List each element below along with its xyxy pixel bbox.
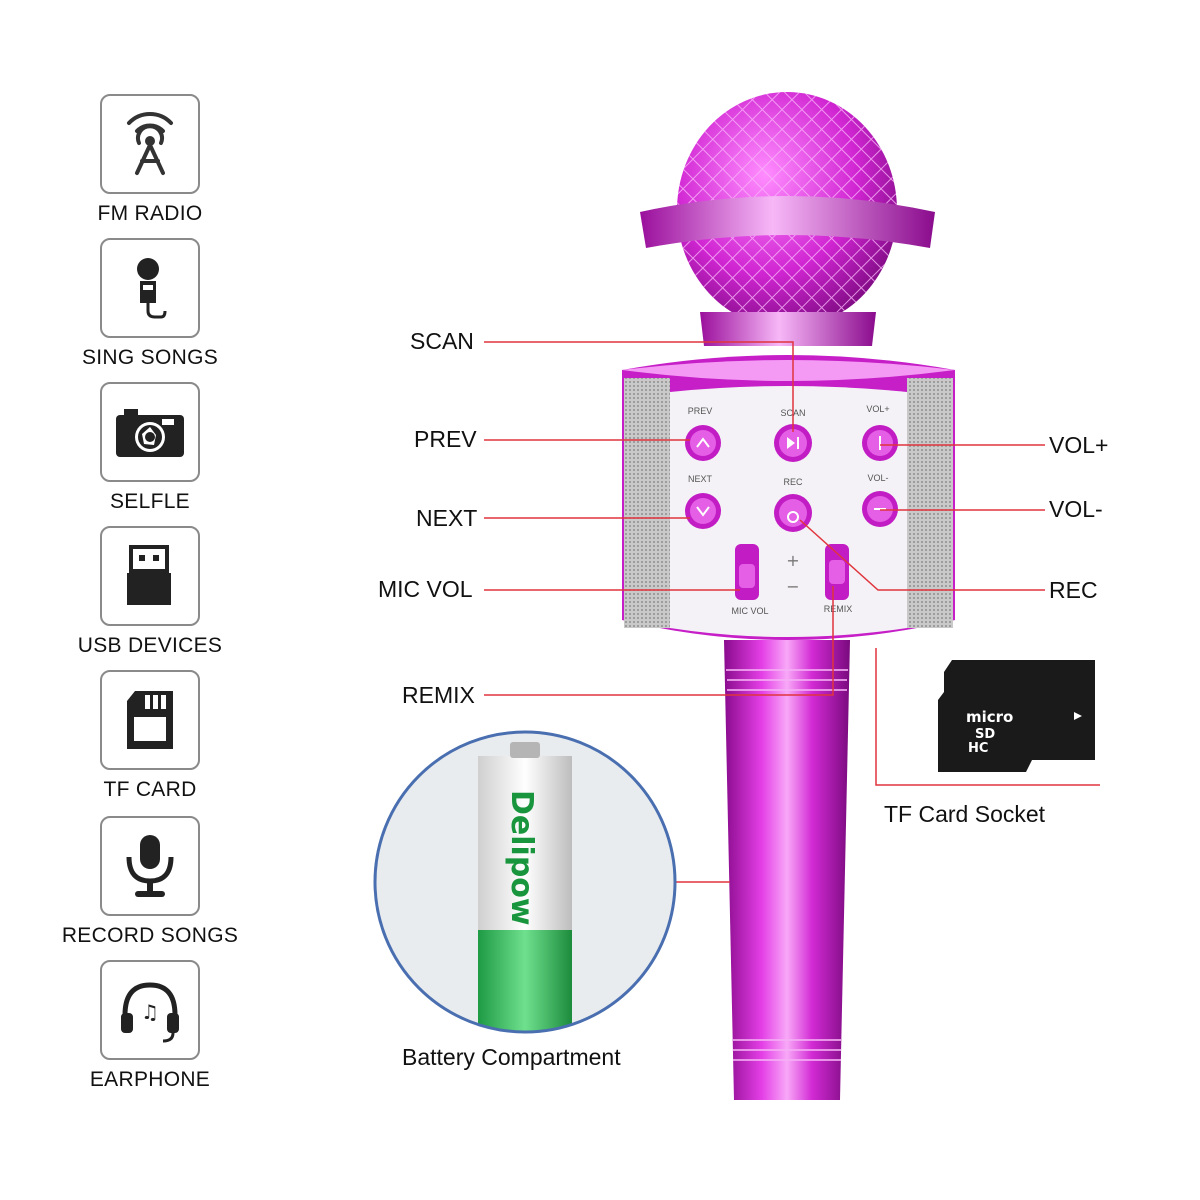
panel-label-next: NEXT <box>688 474 713 484</box>
panel-label-mic-vol: MIC VOL <box>731 606 768 616</box>
microsd-brand-micro: micro <box>966 708 1013 726</box>
callout-vol-up: VOL+ <box>1049 432 1109 458</box>
callout-line-tf <box>875 648 1100 786</box>
feature-sing-songs: SING SONGS <box>60 238 240 370</box>
panel-label-plus: + <box>786 551 799 570</box>
feature-label: USB DEVICES <box>77 634 223 657</box>
feature-box <box>100 382 200 482</box>
next-button[interactable] <box>685 493 721 529</box>
panel-label-vol-down: VOL- <box>867 473 888 483</box>
callout-vol-down: VOL- <box>1049 496 1103 522</box>
record-mic-icon <box>126 835 174 897</box>
radio-tower-icon <box>127 112 173 175</box>
microsd-card-illustration: micro SD HC <box>938 660 1095 772</box>
callout-mic-vol: MIC VOL <box>378 576 473 602</box>
sd-card-icon <box>127 691 173 749</box>
panel-label-vol-up: VOL+ <box>866 404 889 414</box>
battery-brand: Delipow <box>504 790 539 926</box>
feature-fm-radio: FM RADIO <box>60 94 240 226</box>
headphones-icon: ♫ <box>121 982 179 1043</box>
callout-next: NEXT <box>416 505 478 531</box>
callout-prev: PREV <box>414 426 477 452</box>
prev-button[interactable] <box>685 425 721 461</box>
feature-usb-devices: USB DEVICES <box>60 526 240 658</box>
battery-compartment-caption: Battery Compartment <box>402 1044 621 1070</box>
camera-icon <box>116 409 184 457</box>
panel-label-prev: PREV <box>688 406 713 416</box>
feature-box: ♫ <box>100 960 200 1060</box>
callout-remix: REMIX <box>402 682 475 708</box>
feature-earphone: ♫ EARPHONE <box>60 960 240 1092</box>
feature-selfie: SELFLE <box>60 382 240 514</box>
microsd-brand-sd: SD <box>975 727 995 742</box>
microsd-brand-hc: HC <box>968 741 988 756</box>
feature-record-songs: RECORD SONGS <box>60 816 240 948</box>
feature-label: SING SONGS <box>81 346 219 369</box>
mic-handle <box>724 640 850 1100</box>
mic-head <box>640 92 935 346</box>
feature-label: EARPHONE <box>89 1068 211 1091</box>
panel-label-minus: − <box>786 577 799 596</box>
callout-line-rec <box>799 519 1045 591</box>
usb-icon <box>127 545 171 605</box>
callout-scan: SCAN <box>410 328 474 354</box>
scan-play-button[interactable] <box>774 424 812 462</box>
feature-label: SELFLE <box>109 490 190 513</box>
svg-text:♫: ♫ <box>141 1000 159 1024</box>
vol-down-button[interactable] <box>862 491 898 527</box>
callout-line-remix <box>484 586 834 696</box>
feature-box <box>100 238 200 338</box>
feature-box <box>100 94 200 194</box>
callout-line-scan <box>484 341 794 432</box>
feature-label: TF CARD <box>103 778 197 801</box>
feature-label: RECORD SONGS <box>61 924 239 947</box>
feature-tf-card: TF CARD <box>60 670 240 802</box>
panel-label-rec: REC <box>783 477 803 487</box>
vol-up-button[interactable] <box>862 425 898 461</box>
feature-label: FM RADIO <box>97 202 203 225</box>
tf-card-socket-caption: TF Card Socket <box>884 801 1046 827</box>
callout-rec: REC <box>1049 577 1098 603</box>
mic-vol-slider[interactable] <box>735 544 759 600</box>
feature-box <box>100 526 200 626</box>
feature-box <box>100 670 200 770</box>
battery-compartment-illustration: Delipow <box>373 730 677 1034</box>
microphone-icon <box>137 258 167 319</box>
panel-label-remix: REMIX <box>824 604 853 614</box>
feature-box <box>100 816 200 916</box>
